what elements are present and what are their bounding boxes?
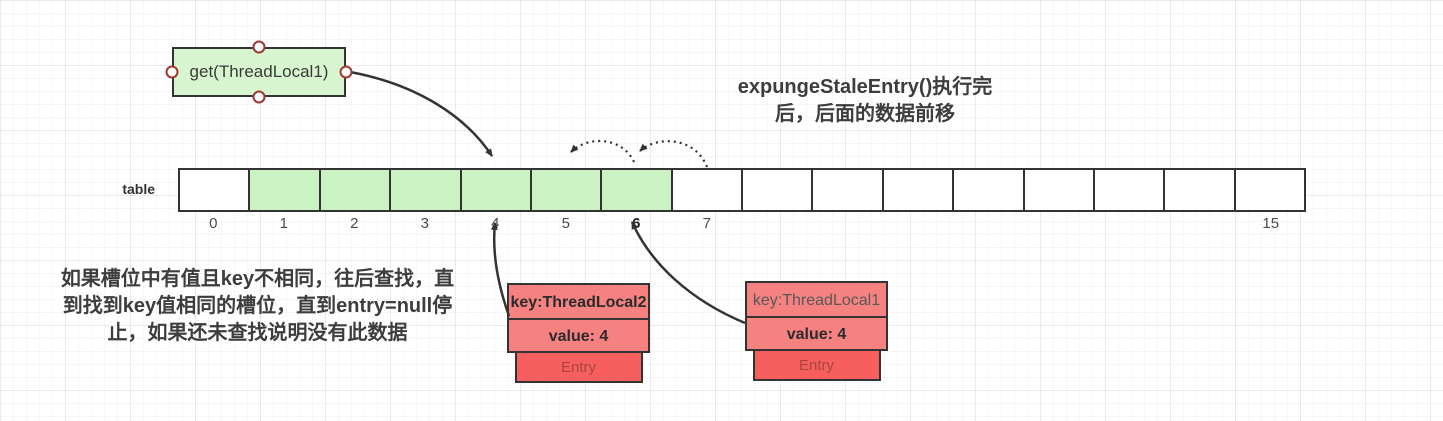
cell-index-label-7: 7	[702, 215, 711, 232]
entry-stack-threadlocal2[interactable]: key:ThreadLocal2 value: 4 Entry	[507, 283, 650, 383]
cell-index-label-9	[813, 215, 884, 232]
cell-index-label-13	[1095, 215, 1166, 232]
entry2-value-cell[interactable]: value: 4	[507, 318, 650, 353]
table-cell-14[interactable]	[1165, 170, 1236, 210]
dotted-arc-slot7-to-slot6	[639, 140, 709, 168]
table-cell-11[interactable]	[954, 170, 1025, 210]
table-cell-9[interactable]	[813, 170, 884, 210]
cell-index-label-12	[1024, 215, 1095, 232]
table-label: table	[122, 181, 155, 197]
cell-index-label-10	[883, 215, 954, 232]
table-cell-13[interactable]	[1094, 170, 1166, 210]
connector-handle-right[interactable]	[339, 65, 353, 79]
table-cell-10[interactable]	[883, 170, 955, 210]
dotted-arc-slot6-to-slot5	[570, 140, 635, 163]
note-line-1: 如果槽位中有值且key不相同，往后查找，直	[60, 268, 455, 290]
table-cell-5[interactable]	[531, 170, 603, 210]
get-shape-label: get(ThreadLocal1)	[189, 62, 329, 81]
lookup-note: 如果槽位中有值且key不相同，往后查找，直 到找到key值相同的槽位，直到ent…	[35, 266, 480, 347]
table-cell-3[interactable]	[391, 170, 462, 210]
cell-index-label-3: 3	[420, 215, 429, 232]
note-line-3: 止，如果还未查找说明没有此数据	[107, 322, 408, 344]
table-index-row: 0 1 2 3 4 5 6 7 15	[178, 215, 1306, 232]
expunge-heading: expungeStaleEntry()执行完 后，后面的数据前移	[690, 74, 1040, 128]
table-cell-4[interactable]	[461, 170, 532, 210]
cell-index-label-0: 0	[209, 215, 218, 232]
cell-index-label-4: 4	[491, 215, 500, 232]
get-threadlocal1-shape[interactable]: get(ThreadLocal1)	[172, 47, 346, 97]
cell-index-label-11	[954, 215, 1025, 232]
cell-index-label-6: 6	[632, 215, 641, 232]
cell-index-label-2: 2	[350, 215, 359, 232]
table-cell-8[interactable]	[743, 170, 814, 210]
table-cell-0[interactable]	[180, 170, 251, 210]
connector-handle-top[interactable]	[252, 40, 266, 54]
table-cell-15[interactable]	[1235, 170, 1304, 210]
table-cell-7[interactable]	[672, 170, 743, 210]
table-cells	[178, 168, 1306, 212]
entry1-value-cell[interactable]: value: 4	[745, 316, 888, 351]
table-cell-1[interactable]	[250, 170, 321, 210]
arrow-get-to-slot4	[349, 70, 494, 157]
cell-index-label-8	[742, 215, 813, 232]
cell-index-label-15: 15	[1262, 215, 1280, 232]
heading-line-2: 后，后面的数据前移	[775, 103, 955, 125]
cell-index-label-5: 5	[561, 215, 570, 232]
note-line-2: 到找到key值相同的槽位，直到entry=null停	[62, 295, 453, 317]
table-cell-6[interactable]	[602, 170, 673, 210]
table-cell-2[interactable]	[320, 170, 392, 210]
cell-index-label-14	[1165, 215, 1236, 232]
cell-index-label-1: 1	[279, 215, 288, 232]
heading-line-1: expungeStaleEntry()执行完	[737, 76, 993, 98]
entry2-key-cell[interactable]: key:ThreadLocal2	[507, 283, 650, 320]
connector-handle-left[interactable]	[165, 65, 179, 79]
entry1-entry-cell[interactable]: Entry	[752, 349, 881, 381]
entry-stack-threadlocal1[interactable]: key:ThreadLocal1 value: 4 Entry	[745, 281, 888, 381]
entry1-key-cell[interactable]: key:ThreadLocal1	[745, 281, 888, 318]
connector-handle-bottom[interactable]	[252, 90, 266, 104]
entry2-entry-cell[interactable]: Entry	[514, 351, 643, 383]
table-cell-12[interactable]	[1024, 170, 1095, 210]
